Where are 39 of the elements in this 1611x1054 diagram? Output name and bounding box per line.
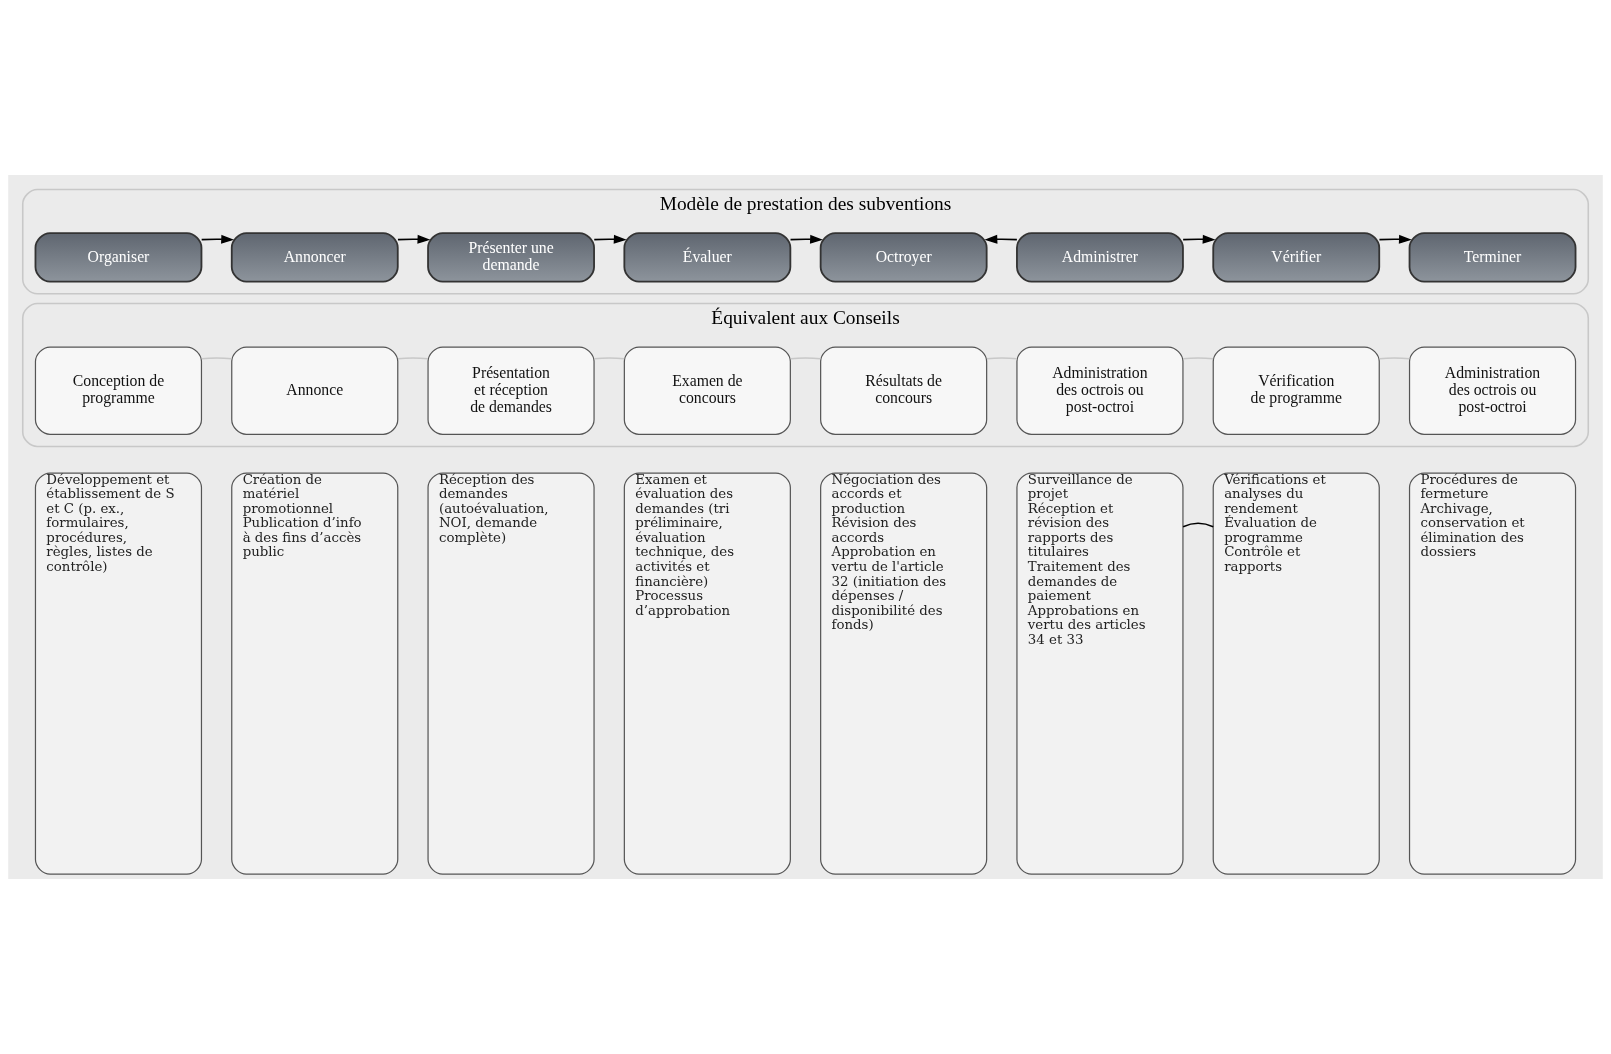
node-box: Réception des demandes (autoévaluation, NOI, demande complète) bbox=[427, 472, 595, 875]
node-box: Examen de concours bbox=[623, 346, 791, 435]
node-box: Création de matériel promotionnel Publication d’info à des fins d’accès public bbox=[231, 472, 399, 875]
node-box: Présentation et réception de demandes bbox=[427, 346, 595, 435]
node-box: Octroyer bbox=[819, 232, 988, 283]
node-box: Organiser bbox=[34, 232, 203, 283]
node-box: Administration des octrois ou post-octroi bbox=[1408, 346, 1577, 435]
connector bbox=[1378, 357, 1411, 360]
arrow bbox=[593, 234, 627, 244]
node-box: Vérifier bbox=[1212, 232, 1381, 283]
node-box: Présenter une demande bbox=[427, 232, 595, 283]
node-box: Procédures de fermeture Archivage, conservation et élimination des dossiers bbox=[1408, 472, 1577, 875]
connector bbox=[1182, 357, 1214, 360]
connector bbox=[1182, 522, 1214, 528]
connector bbox=[200, 357, 233, 360]
node-box: Négociation des accords et production Révision des accords Approbation en vertu de l'article 32 (initiation des dépenses / disponibilité des fonds) bbox=[820, 472, 988, 875]
arrow bbox=[1378, 234, 1412, 244]
node-box: Évaluer bbox=[623, 232, 792, 283]
node-box: Examen et évaluation des demandes (tri préliminaire, évaluation technique, des activités et financière) Processus d’approbation bbox=[623, 472, 791, 875]
node-box: Conception de programme bbox=[34, 346, 203, 435]
arrow bbox=[984, 234, 1018, 244]
node-box: Annoncer bbox=[230, 232, 399, 283]
node-box: Résultats de concours bbox=[820, 346, 988, 435]
arrow bbox=[397, 234, 431, 244]
connector bbox=[397, 357, 429, 360]
node-box: Surveillance de projet Réception et révision des rapports des titulaires Traitement des demandes de paiement Approbations en vertu des articles 34 et 33 bbox=[1016, 472, 1184, 875]
connector bbox=[986, 357, 1018, 360]
node-box: Développement et établissement de S et C (p. ex., formulaires, procédures, règles, listes de contrôle) bbox=[34, 472, 203, 875]
connector bbox=[593, 357, 626, 360]
node-box: Terminer bbox=[1408, 232, 1577, 283]
arrow bbox=[1182, 234, 1216, 244]
node-box: Vérifications et analyses du rendement Évaluation de programme Contrôle et rapports bbox=[1212, 472, 1380, 875]
node-box: Administration des octrois ou post-octroi bbox=[1016, 346, 1184, 435]
node-box: Administrer bbox=[1016, 232, 1184, 283]
node-box: Annonce bbox=[231, 346, 399, 435]
connector bbox=[789, 357, 822, 360]
arrow bbox=[200, 234, 235, 244]
node-box: Vérification de programme bbox=[1212, 346, 1380, 435]
arrow bbox=[789, 234, 823, 244]
